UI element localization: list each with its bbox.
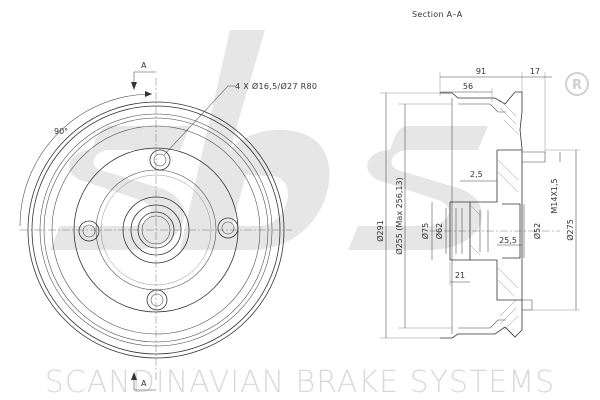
section-view [430, 91, 560, 339]
sbs-logo-watermark [50, 30, 488, 250]
svg-text:Ø75: Ø75 [420, 223, 430, 239]
svg-text:17: 17 [530, 67, 540, 76]
bolt-hole-left [78, 220, 100, 242]
section-marker-bottom: A [131, 372, 156, 391]
svg-text:4 X Ø16,5/Ø27 R80: 4 X Ø16,5/Ø27 R80 [235, 81, 317, 91]
svg-text:R: R [572, 78, 582, 93]
front-view [20, 78, 292, 382]
bolt-hole-bottom [146, 289, 168, 311]
svg-text:Ø62: Ø62 [434, 223, 444, 239]
svg-text:Ø52: Ø52 [532, 223, 542, 239]
svg-text:56: 56 [463, 82, 473, 91]
svg-text:21: 21 [455, 271, 465, 280]
svg-text:A: A [141, 379, 147, 388]
svg-text:2,5: 2,5 [470, 170, 483, 179]
dimension-lines: 91 17 56 2,5 25,5 21 Ø291 Ø255 (Max 256,… [375, 67, 580, 339]
svg-text:91: 91 [476, 67, 486, 76]
svg-text:Ø291: Ø291 [375, 220, 385, 242]
registered-mark: R [565, 72, 589, 96]
svg-text:Ø255 (Max 256,13): Ø255 (Max 256,13) [394, 177, 404, 254]
bolt-hole-right [217, 217, 239, 239]
svg-text:Ø275: Ø275 [565, 219, 575, 241]
svg-text:25,5: 25,5 [499, 236, 517, 245]
svg-text:90°: 90° [54, 127, 68, 136]
bolt-hole-top [149, 149, 171, 171]
svg-text:M14X1,5: M14X1,5 [550, 178, 559, 213]
section-marker-top: A [131, 61, 156, 90]
section-title: Section A–A [412, 10, 463, 19]
hole-note: 4 X Ø16,5/Ø27 R80 [163, 81, 317, 156]
svg-text:A: A [141, 61, 147, 70]
angle-indicator: 90° [19, 91, 153, 227]
brand-watermark: SCANDINAVIAN BRAKE SYSTEMS [45, 365, 555, 400]
